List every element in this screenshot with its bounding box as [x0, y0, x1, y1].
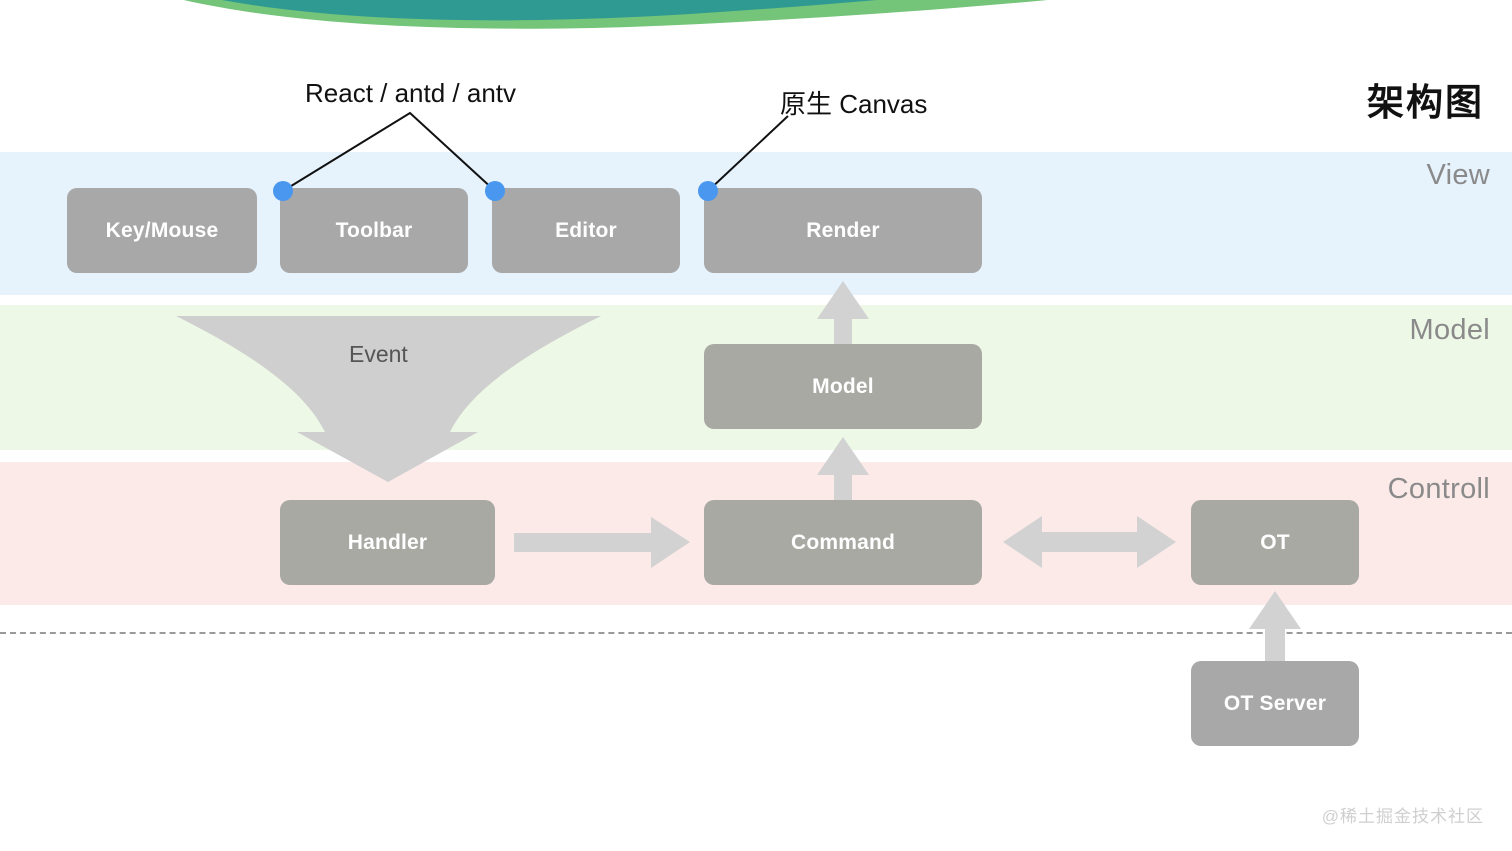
node-model[interactable]: Model	[704, 344, 982, 429]
node-ot[interactable]: OT	[1191, 500, 1359, 585]
connector-dot-toolbar	[273, 181, 293, 201]
client-server-divider	[0, 632, 1512, 634]
swoosh-teal-shape	[222, 0, 877, 21]
node-ot-server[interactable]: OT Server	[1191, 661, 1359, 746]
event-arrow-label: Event	[349, 341, 408, 367]
layer-label-view: View	[1426, 159, 1490, 191]
node-command[interactable]: Command	[704, 500, 982, 585]
connector-dot-editor	[485, 181, 505, 201]
callout-react-stack: React / antd / antv	[305, 78, 517, 108]
node-editor[interactable]: Editor	[492, 188, 680, 273]
watermark: @稀土掘金技术社区	[1321, 807, 1484, 826]
callout-native-canvas: 原生 Canvas	[780, 89, 928, 119]
layer-label-control: Controll	[1387, 473, 1490, 505]
node-toolbar[interactable]: Toolbar	[280, 188, 468, 273]
connector-dot-render	[698, 181, 718, 201]
page-title: 架构图	[1367, 82, 1484, 123]
swoosh-green-shape	[183, 0, 1048, 29]
layer-label-model: Model	[1409, 314, 1490, 346]
node-key-mouse[interactable]: Key/Mouse	[67, 188, 257, 273]
node-render[interactable]: Render	[704, 188, 982, 273]
node-handler[interactable]: Handler	[280, 500, 495, 585]
header-swoosh-decoration	[183, 0, 1048, 29]
